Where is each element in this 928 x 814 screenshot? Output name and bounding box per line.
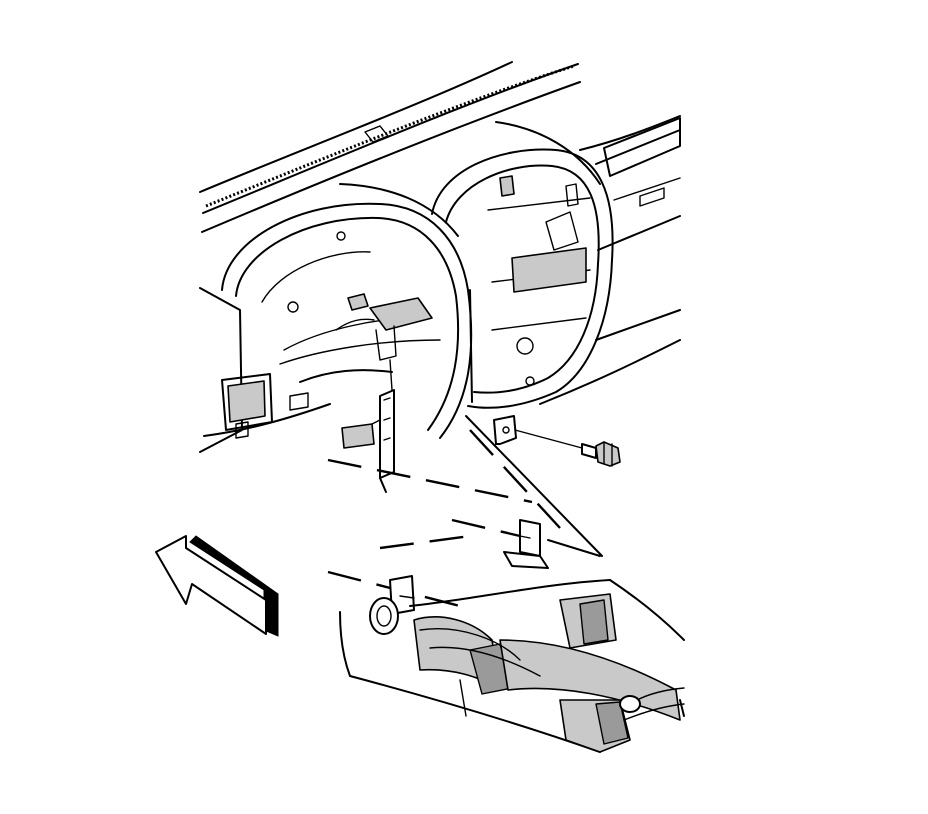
floor-tunnel-bracket-left	[369, 575, 415, 635]
floor-crossmember	[339, 579, 685, 753]
mounting-bolt	[514, 429, 621, 467]
floor-tunnel-bracket-right	[503, 519, 549, 569]
alignment-lines	[327, 415, 603, 608]
forward-arrow-icon	[155, 535, 279, 637]
right-panel-surface	[539, 115, 681, 405]
center-bracket	[493, 415, 517, 445]
left-vent-area	[199, 287, 331, 453]
instrument-panel-top	[199, 61, 581, 233]
center-stack-opening	[431, 121, 614, 409]
left-side-bracket	[341, 389, 395, 493]
steering-column-opening	[221, 183, 473, 439]
